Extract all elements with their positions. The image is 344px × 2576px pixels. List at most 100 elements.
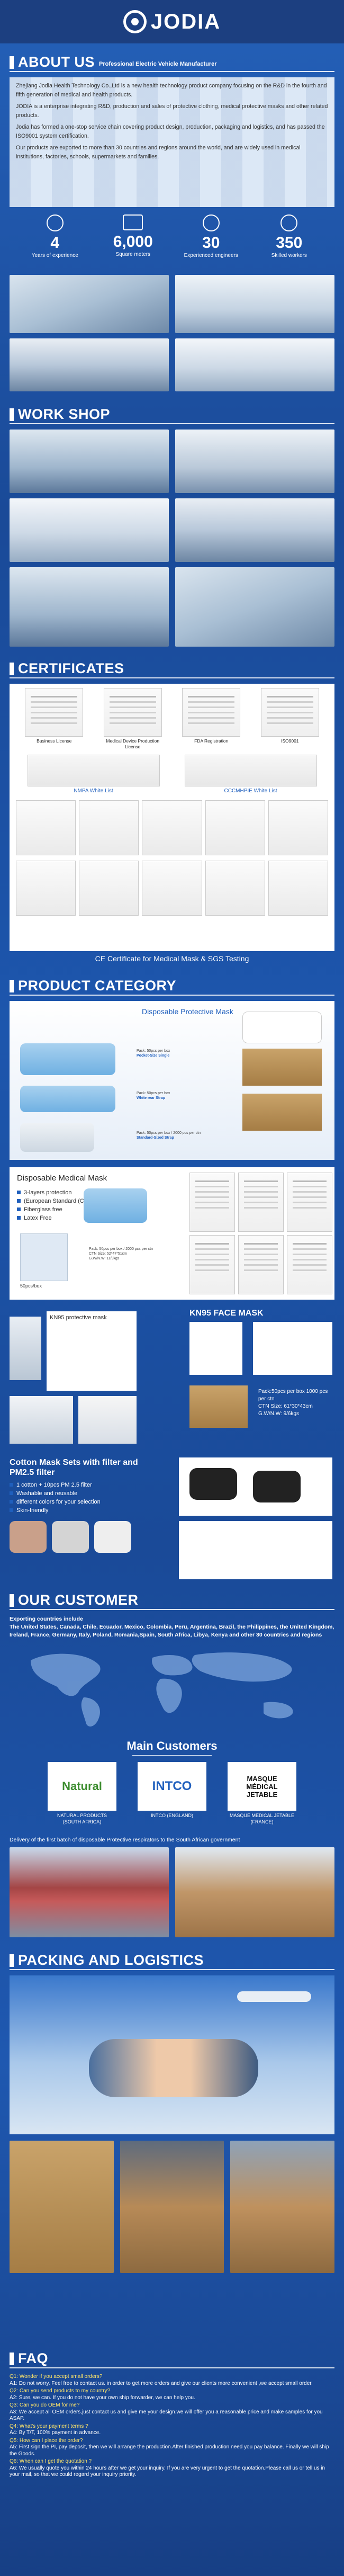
- main-customers-title: Main Customers: [126, 1739, 218, 1752]
- faq-answer: A3: We accept all OEM orders,just contac…: [10, 2409, 323, 2422]
- cotton-mask-image: [10, 1521, 47, 1553]
- workshop-photo: [175, 430, 334, 493]
- about-subheading: Professional Electric Vehicle Manufactur…: [99, 61, 217, 67]
- ce-caption: CE Certificate for Medical Mask & SGS Te…: [95, 954, 249, 963]
- faq-question: Q6: When can I get the quotation ?: [10, 2458, 92, 2464]
- sgs-report-image: [268, 861, 329, 916]
- certificate-image: [182, 688, 241, 737]
- certificate-image: [260, 688, 319, 737]
- exporting-countries: The United States, Canada, Chile, Ecuado…: [10, 1624, 334, 1638]
- certificates-section-title: CERTIFICATES: [0, 657, 344, 676]
- world-map: [10, 1644, 334, 1732]
- ce-certificate-image: [142, 800, 202, 855]
- workers-icon: [280, 214, 298, 231]
- faq-answer: A2: Sure, we can. If you do not have you…: [10, 2394, 195, 2401]
- exporting-title: Exporting countries include: [10, 1616, 83, 1622]
- black-mask-image: [179, 1457, 332, 1516]
- delivery-photo: [175, 1847, 334, 1937]
- workshop-photo: [175, 567, 334, 647]
- sgs-report-image: [205, 800, 265, 855]
- mask-box-image: [20, 1233, 68, 1281]
- product-section-title: PRODUCT CATEGORY: [0, 974, 344, 993]
- about-text-box: Zhejiang Jodia Health Technology Co.,Ltd…: [10, 77, 334, 207]
- blue-mask-image: [20, 1086, 115, 1112]
- sgs-report-image: [142, 861, 202, 916]
- faq-answer: A4: By T/T, 100% payment in advance.: [10, 2430, 101, 2436]
- about-section-title: ABOUT US Professional Electric Vehicle M…: [0, 51, 344, 69]
- white-list-image: [27, 755, 160, 786]
- workshop-photos: [10, 430, 334, 493]
- stat-workers: 350 Skilled workers: [257, 214, 321, 273]
- delivery-photos: [10, 1847, 334, 1937]
- company-stats: 4 Years of experience 6,000 Square meter…: [16, 214, 328, 273]
- customer-card: INTCO INTCO (ENGLAND): [138, 1762, 206, 1825]
- company-photos: [10, 275, 334, 333]
- factory-building-photo: [10, 275, 169, 333]
- workshop-photo: [10, 498, 169, 562]
- packing-heading: PACKING AND LOGISTICS: [18, 1952, 204, 1968]
- faq-question: Q5: How can I place the order?: [10, 2437, 83, 2444]
- faq-heading: FAQ: [18, 2350, 49, 2366]
- workshop-photo: [10, 567, 169, 647]
- factory-icon: [123, 214, 143, 230]
- stat-years: 4 Years of experience: [23, 214, 87, 273]
- office-photo: [10, 338, 169, 391]
- about-heading: ABOUT US: [18, 54, 95, 70]
- handshake-banner: [10, 1975, 334, 2134]
- faq-answer: A5: First sign the PI, pay deposit, then…: [10, 2444, 329, 2457]
- certificate-image: [25, 688, 84, 737]
- stat-engineers: 30 Experienced engineers: [179, 214, 243, 273]
- certificates-panel: Business License Medical Device Producti…: [10, 684, 334, 951]
- white-list-card: NMPA White List: [27, 755, 160, 794]
- ce-certificate-image: [79, 800, 139, 855]
- white-list-card: CCCMHPIE White List: [184, 755, 317, 794]
- certificates-heading: CERTIFICATES: [18, 660, 124, 676]
- workshop-section-title: WORK SHOP: [0, 403, 344, 422]
- customer-card: MASQUE MÉDICAL JETABLE MASQUE MEDICAL JE…: [228, 1762, 296, 1825]
- world-map-icon: [31, 1652, 293, 1727]
- meeting-room-photo: [175, 338, 334, 391]
- truck-loading-photo: [230, 2141, 335, 2273]
- brand-logo-icon: [123, 10, 147, 33]
- handshake-image: [89, 2039, 258, 2097]
- reception-photo: [175, 275, 334, 333]
- kn95-box-image: KN95 protective mask: [47, 1311, 137, 1391]
- faq-question: Q3: Can you do OEM for me?: [10, 2402, 80, 2408]
- kn95-mask-image: [10, 1317, 41, 1380]
- disposable-medical-panel: Disposable Medical Mask 3-layers protect…: [10, 1167, 334, 1300]
- disposable-protective-panel: Disposable Protective Mask Pack: 50pcs p…: [10, 1001, 334, 1160]
- main-customers: Natural NATURAL PRODUCTS (SOUTH AFRICA) …: [0, 1762, 344, 1825]
- about-paragraph: JODIA is a enterprise integrating R&D, p…: [16, 103, 328, 119]
- brand-header: JODIA: [0, 0, 344, 43]
- certificate-card: FDA Registration: [182, 688, 241, 752]
- white-mask-image: [20, 1123, 94, 1152]
- carton-image: [242, 1049, 322, 1086]
- cotton-title: Cotton Mask Sets with filter and PM2.5 f…: [10, 1458, 138, 1477]
- engineer-icon: [202, 214, 220, 231]
- faq-question: Q4: What's your payment terms ?: [10, 2423, 88, 2429]
- ce-certificate-image: [16, 800, 76, 855]
- about-paragraph: Zhejiang Jodia Health Technology Co.,Ltd…: [16, 83, 327, 98]
- carton-image: [242, 1094, 322, 1131]
- workshop-photo: [175, 498, 334, 562]
- carton-image: [189, 1385, 248, 1428]
- cotton-mask-image: [52, 1521, 89, 1553]
- customer-logo: Natural: [48, 1762, 116, 1811]
- medical-feature-list: 3-layers protection (European Standard (…: [17, 1188, 90, 1222]
- kn95-title: KN95 FACE MASK: [189, 1309, 264, 1318]
- faq-list: Q1: Wonder if you accept small orders? A…: [10, 2374, 334, 2479]
- disposable-protective-title: Disposable Protective Mask: [142, 1007, 233, 1016]
- warehouse-photo: [120, 2141, 224, 2273]
- sgs-report-image: [205, 861, 265, 916]
- customer-heading: OUR CUSTOMER: [18, 1592, 139, 1608]
- faq-answer: A6: We usually quote you within 24 hours…: [10, 2465, 325, 2478]
- faq-answer: A1: Do not worry. Feel free to contact u…: [10, 2380, 313, 2386]
- certificate-card: Business License: [25, 688, 84, 752]
- kn95-mask-image: [78, 1396, 137, 1444]
- faq-question: Q2: Can you send products to my country?: [10, 2388, 111, 2394]
- sgs-report-image: [16, 861, 76, 916]
- packing-section-title: PACKING AND LOGISTICS: [0, 1949, 344, 1967]
- kn95-mask-image: [10, 1396, 73, 1444]
- customer-card: Natural NATURAL PRODUCTS (SOUTH AFRICA): [48, 1762, 116, 1825]
